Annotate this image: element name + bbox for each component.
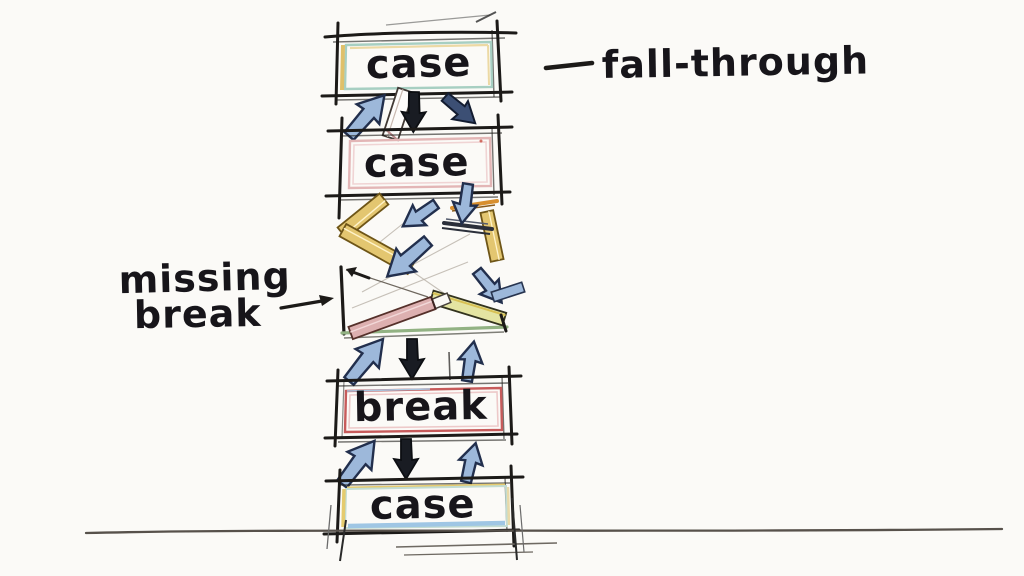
arrow-fragment-icon <box>490 281 526 303</box>
break-label: break <box>353 383 488 431</box>
ground-line <box>84 497 1004 562</box>
break-box: break <box>323 351 523 448</box>
arrow-left-icon <box>346 267 357 277</box>
missing-break-label-line2: break <box>134 291 262 337</box>
arrow-right-icon <box>319 295 334 306</box>
case-second-label: case <box>364 139 470 187</box>
broken-plank-icon <box>347 295 437 341</box>
arrow-down-icon <box>393 438 419 480</box>
case-box-bottom: case <box>322 464 525 548</box>
case-bottom-label: case <box>370 481 476 529</box>
arrow-down-icon <box>399 338 425 380</box>
missing-break-label-line1: missing <box>118 254 291 302</box>
fall-through-annotation: fall-through <box>543 38 869 87</box>
arrow-down-left-icon <box>394 192 444 238</box>
dash-icon <box>543 60 595 71</box>
missing-break-annotation: missing break <box>118 254 334 337</box>
case-box-top: case <box>320 11 518 106</box>
broken-plank-icon <box>479 209 505 263</box>
broken-case-wreckage <box>336 180 526 341</box>
case-top-label: case <box>365 40 472 89</box>
case-box-second: case <box>324 113 514 220</box>
fall-through-label: fall-through <box>601 38 869 87</box>
